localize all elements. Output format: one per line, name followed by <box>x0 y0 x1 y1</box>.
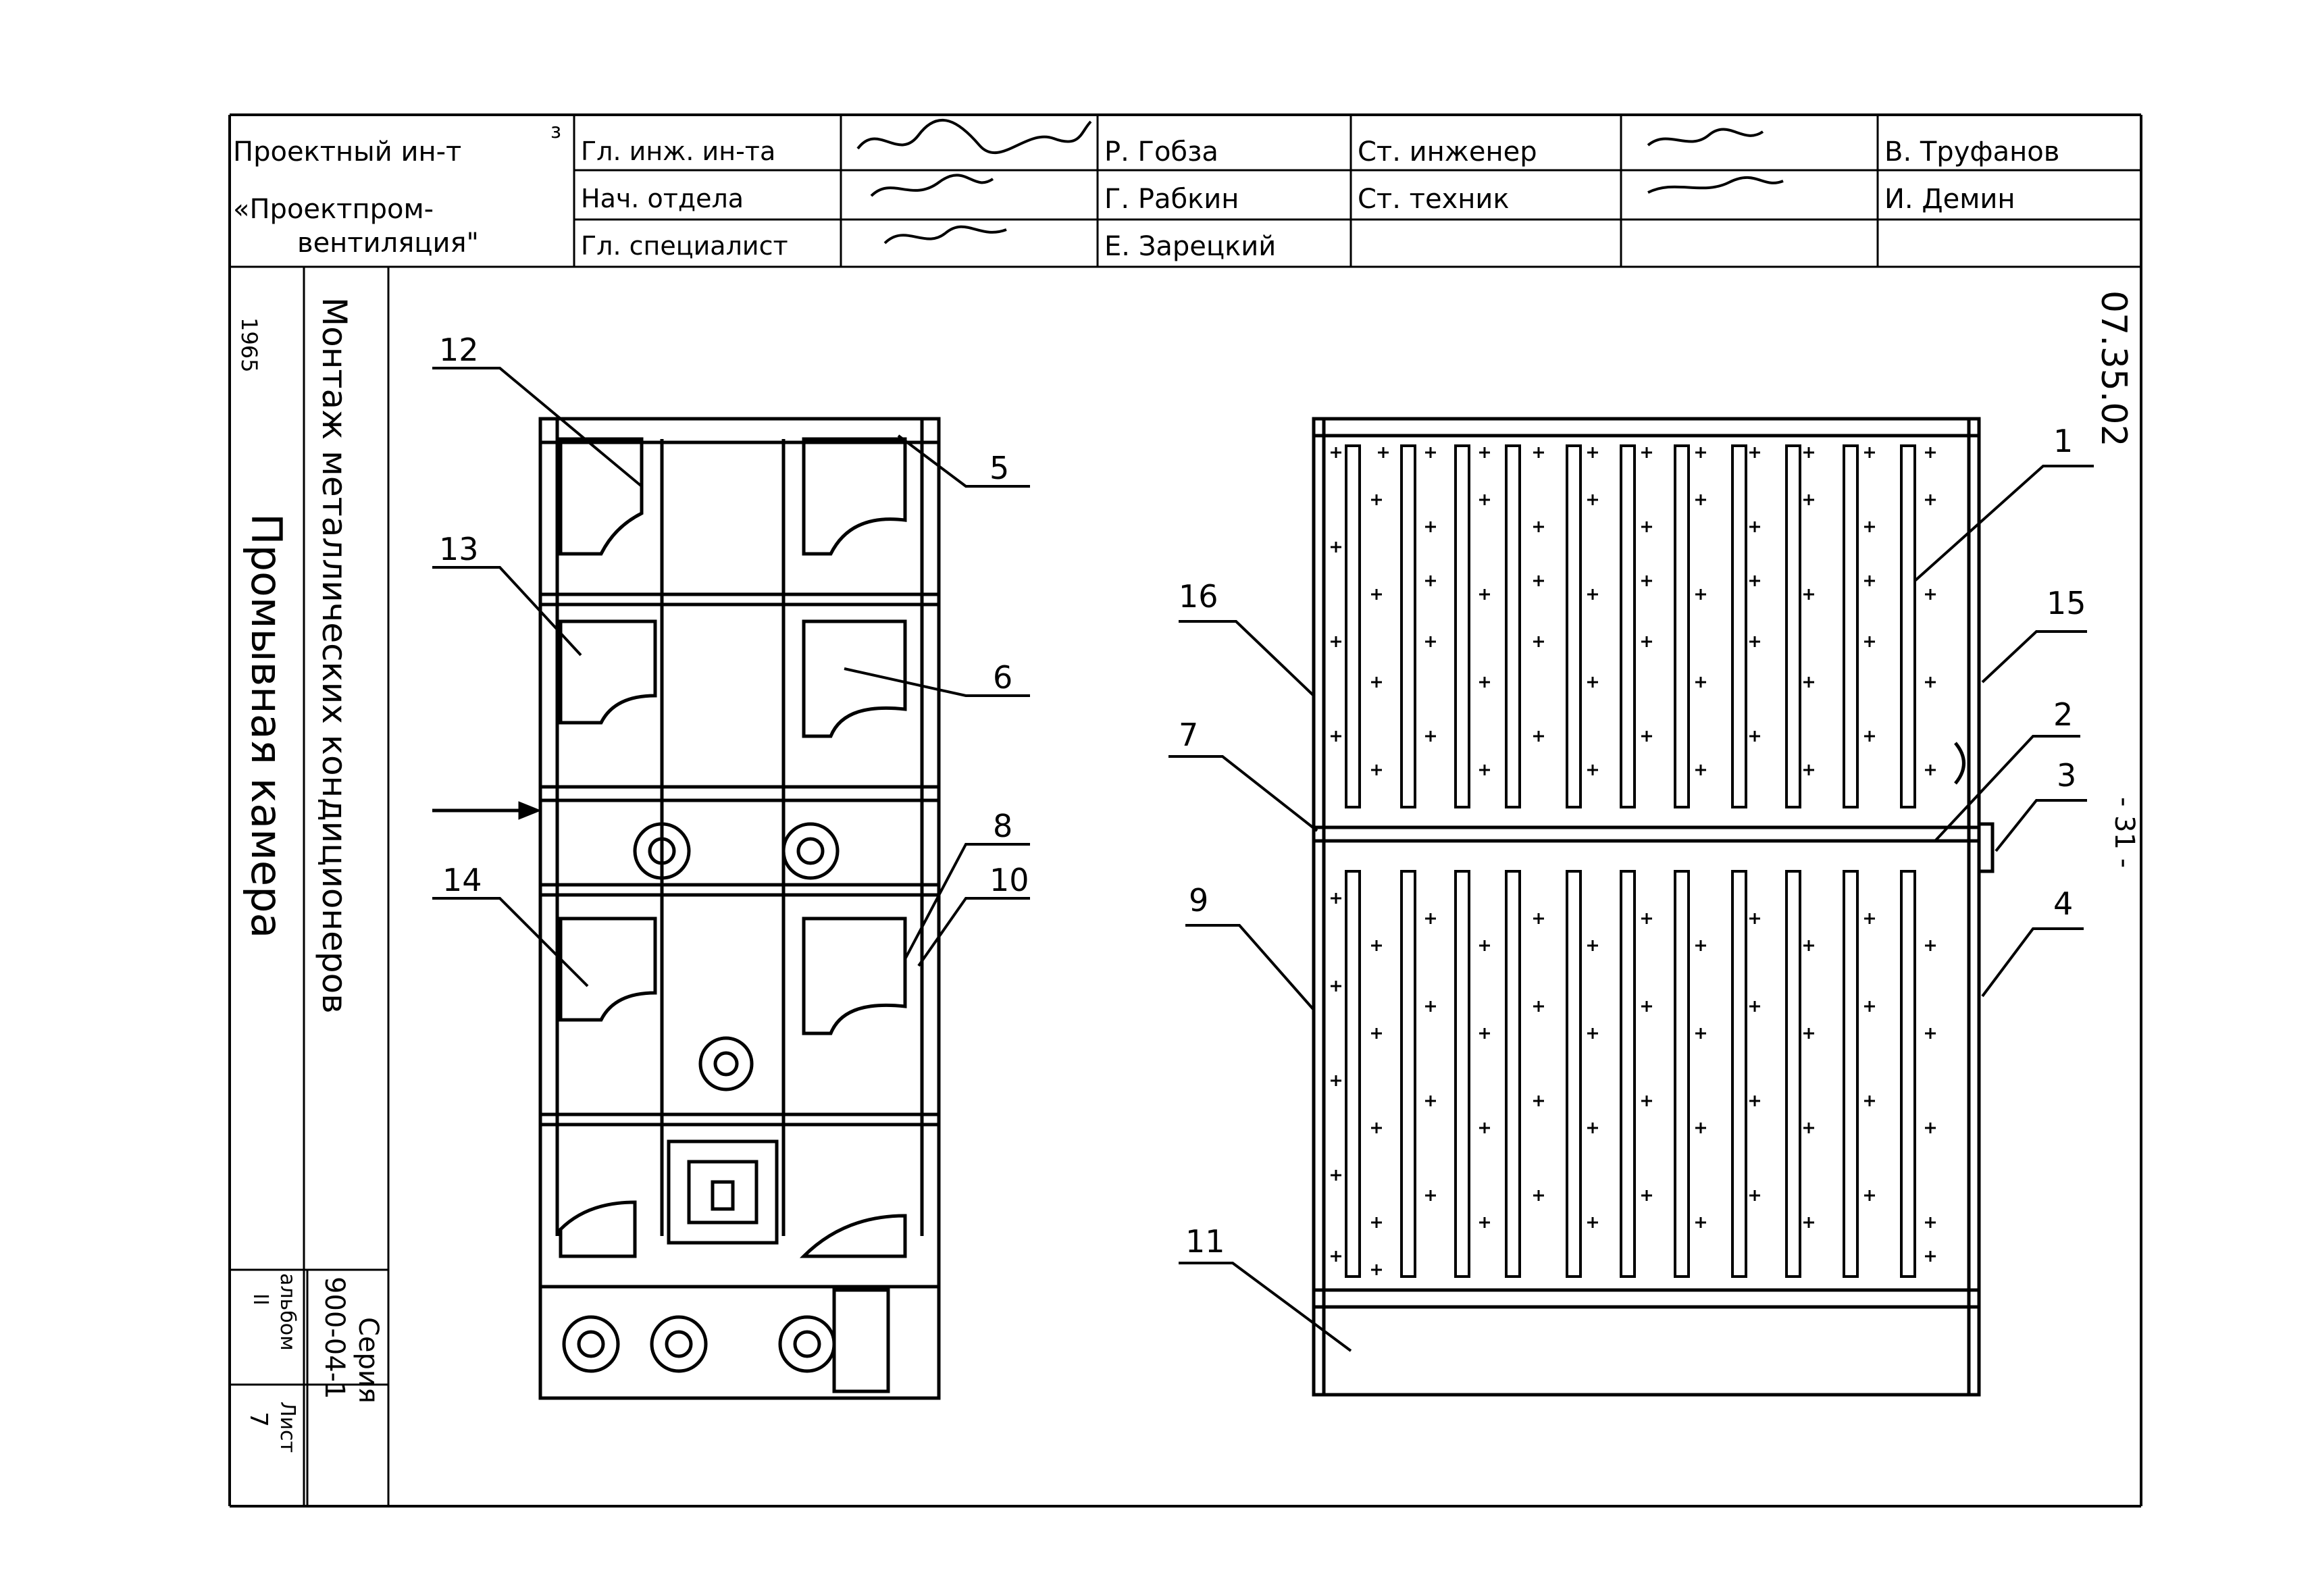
name-demin: И. Демин <box>1884 184 2015 215</box>
spray-pipes <box>1345 444 1916 1278</box>
title-block-grid <box>230 115 2141 268</box>
callout-14: 14 <box>442 862 482 898</box>
name-rabkin: Г. Рабкин <box>1104 184 1239 215</box>
callout-8: 8 <box>993 808 1013 844</box>
sheet-frame <box>228 113 2142 1508</box>
role-senior-technician: Ст. техник <box>1358 184 1510 215</box>
lower-pipes <box>1345 870 1916 1278</box>
callout-1: 1 <box>2053 423 2074 459</box>
callout-7: 7 <box>1179 717 1199 753</box>
callout-16: 16 <box>1179 578 1218 615</box>
series-number: 900-04-1 <box>319 1277 350 1399</box>
year: 1965 <box>236 317 262 373</box>
drawing-code: 07.35.02 <box>2093 290 2134 447</box>
callout-5: 5 <box>989 450 1010 486</box>
callout-3: 3 <box>2057 757 2077 794</box>
role-chief-specialist: Гл. специалист <box>581 231 788 261</box>
callout-2: 2 <box>2053 696 2074 733</box>
name-gobza: Р. Гобза <box>1104 136 1218 168</box>
callout-10: 10 <box>989 862 1029 898</box>
sheet-title-line1: Монтаж металлических кондиционеров <box>315 297 354 1014</box>
plan-view <box>432 417 941 1400</box>
org-name-line3: вентиляция" <box>297 228 479 259</box>
callout-11: 11 <box>1185 1223 1225 1260</box>
nozzle-marks <box>1331 447 1936 1275</box>
role-dept-head: Нач. отдела <box>581 184 744 213</box>
callout-12: 12 <box>439 332 479 368</box>
section-view <box>1312 417 1995 1397</box>
side-block-grid <box>230 267 390 1506</box>
name-zaretsky: Е. Зарецкий <box>1104 231 1277 262</box>
role-chief-engineer: Гл. инж. ин-та <box>581 136 776 166</box>
org-mark: з <box>550 120 561 143</box>
callout-15: 15 <box>2047 585 2086 621</box>
signatures <box>856 118 1784 244</box>
sheet-title-line2: Промывная камера <box>242 513 291 939</box>
org-name-line1: Проектный ин-т <box>233 136 462 168</box>
callout-6: 6 <box>993 659 1013 696</box>
leader-lines <box>432 367 2094 1352</box>
upper-pipes <box>1345 444 1916 808</box>
album-label: альбом <box>276 1273 299 1351</box>
callout-9: 9 <box>1189 882 1209 919</box>
page-number: - 31 - <box>2109 797 2140 869</box>
org-name-line2: «Проектпром- <box>233 194 434 225</box>
sheet-label: Лист <box>276 1401 299 1453</box>
callout-13: 13 <box>439 531 479 567</box>
name-trufanov: В. Труфанов <box>1884 136 2060 168</box>
sheet-number: 7 <box>245 1412 272 1427</box>
series-label: Серия <box>353 1317 384 1404</box>
album-number: II <box>249 1293 272 1306</box>
role-senior-engineer: Ст. инженер <box>1358 136 1537 168</box>
callout-4: 4 <box>2053 885 2074 922</box>
